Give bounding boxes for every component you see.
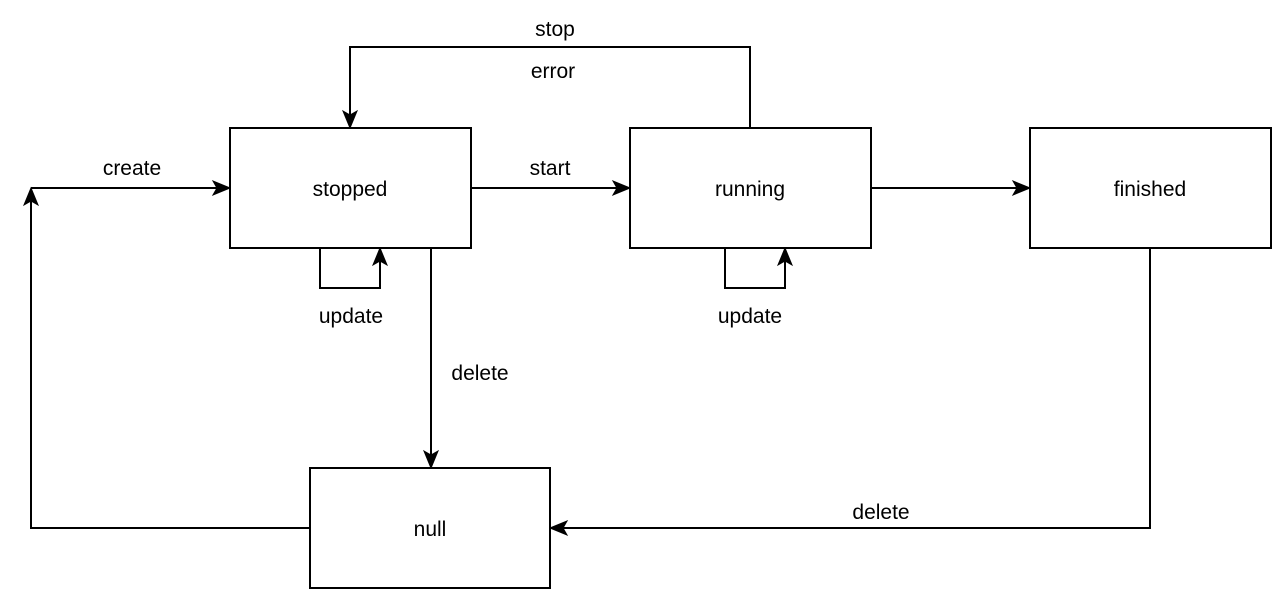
edge-delete-stopped xyxy=(422,248,440,470)
edge-label-start: start xyxy=(530,157,571,180)
node-null[interactable]: null xyxy=(309,467,551,589)
node-null-label: null xyxy=(414,518,447,541)
edge-delete-finished xyxy=(548,248,1151,537)
arrowhead xyxy=(611,179,632,197)
edge-create xyxy=(22,179,310,529)
arrowhead xyxy=(1011,179,1032,197)
edge-update-running xyxy=(724,246,794,289)
edge-stop-error xyxy=(341,46,751,130)
edge-label-create: create xyxy=(103,157,161,180)
edge-label-update-stopped: update xyxy=(319,305,383,328)
edge-label-delete-stopped: delete xyxy=(451,362,508,385)
edge-label-update-running: update xyxy=(718,305,782,328)
edge-start xyxy=(471,179,632,197)
arrowhead xyxy=(211,179,232,197)
node-stopped-label: stopped xyxy=(313,178,388,201)
arrowhead xyxy=(548,519,569,537)
edge-label-stop: stop xyxy=(535,18,575,41)
node-stopped[interactable]: stopped xyxy=(229,127,472,249)
edge-update-stopped xyxy=(319,246,389,289)
arrowhead xyxy=(22,186,40,207)
node-finished[interactable]: finished xyxy=(1029,127,1272,249)
arrowhead xyxy=(422,449,440,470)
edge-running-finished xyxy=(871,179,1032,197)
arrowhead xyxy=(341,109,359,130)
arrowhead xyxy=(776,246,794,267)
edge-label-delete-finished: delete xyxy=(852,501,909,524)
node-running[interactable]: running xyxy=(629,127,872,249)
node-finished-label: finished xyxy=(1114,178,1186,201)
edge-label-error: error xyxy=(531,60,575,83)
arrowhead xyxy=(371,246,389,267)
node-running-label: running xyxy=(715,178,785,201)
